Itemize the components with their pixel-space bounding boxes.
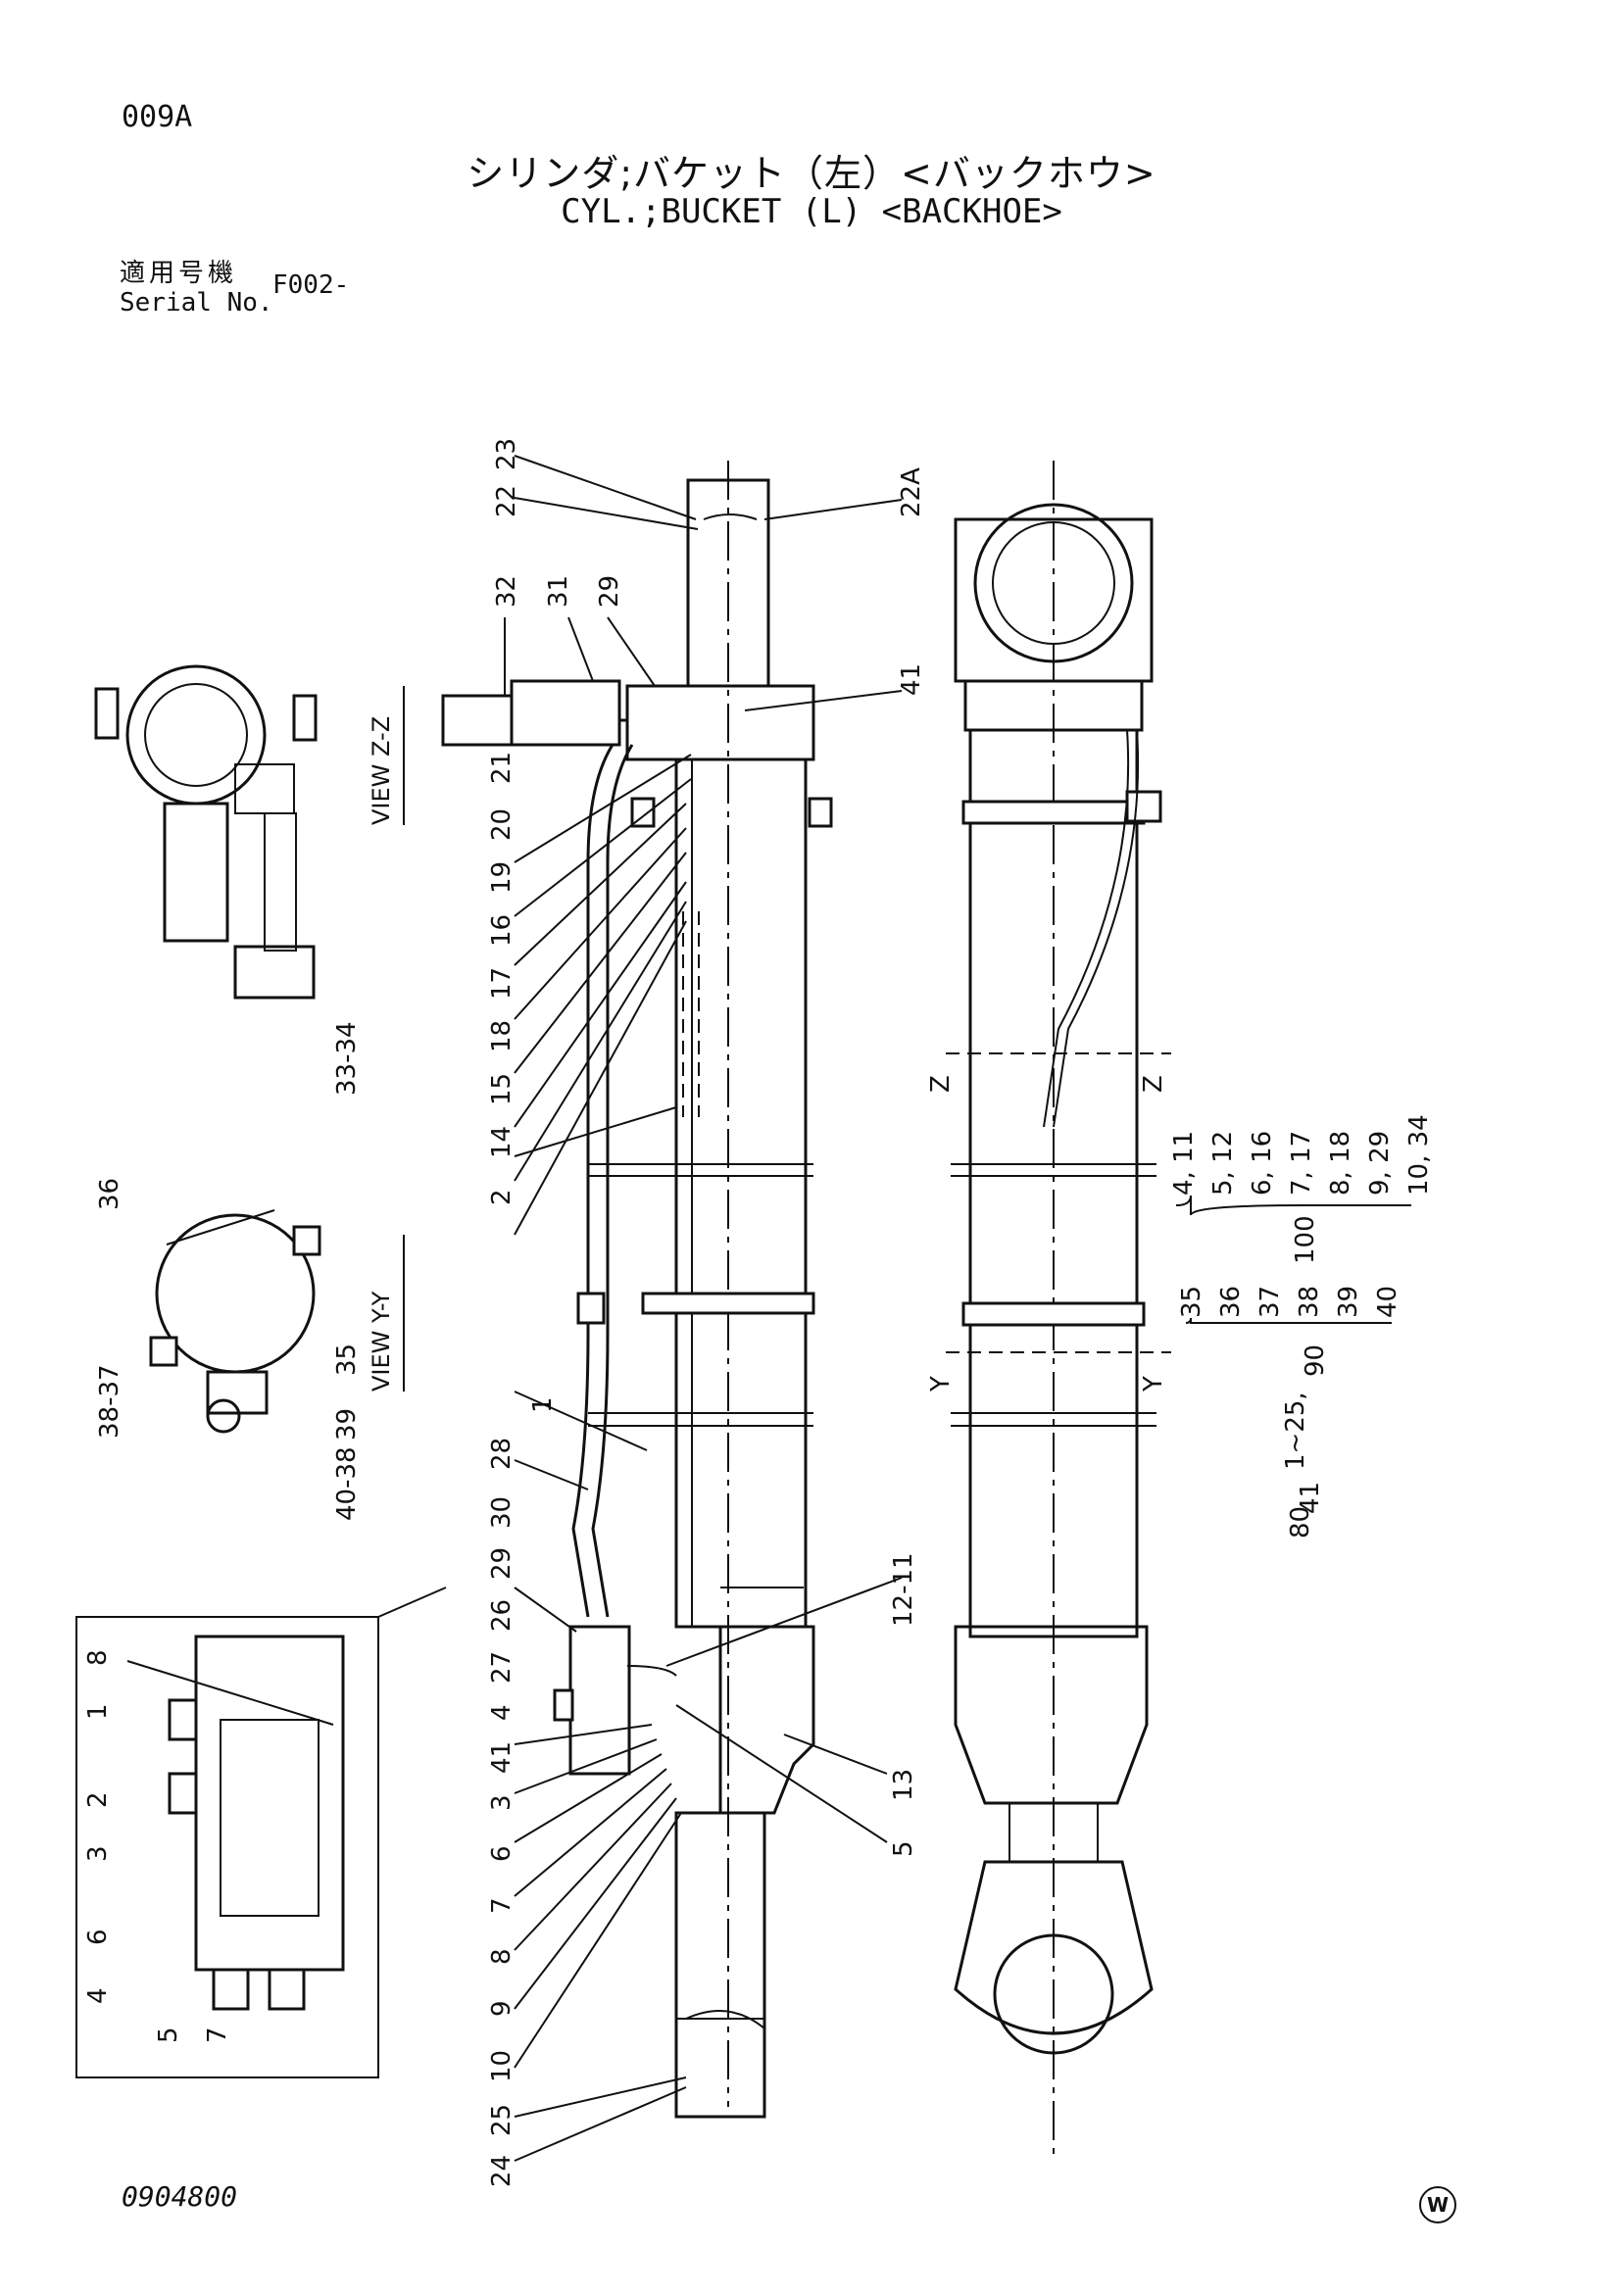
kit-100-item: 6, 16 bbox=[1248, 1131, 1277, 1196]
callout-36: 36 bbox=[95, 1178, 124, 1210]
kit-90-item: 39 bbox=[1334, 1286, 1363, 1318]
kit-100-item: 8, 18 bbox=[1326, 1131, 1355, 1196]
maker-mark: W bbox=[1419, 2186, 1456, 2223]
callout-23: 23 bbox=[492, 438, 521, 470]
callout-29-top: 29 bbox=[595, 575, 624, 608]
view-zz-drawing bbox=[94, 664, 318, 1000]
callout-22: 22 bbox=[492, 485, 521, 517]
callout-10: 10 bbox=[487, 2050, 516, 2082]
callout-1: 1 bbox=[528, 1396, 558, 1413]
title-japanese: シリンダ;バケット（左）<バックホウ> bbox=[467, 152, 1156, 195]
kit-100-item: 7, 17 bbox=[1287, 1131, 1316, 1196]
callout-17: 17 bbox=[487, 967, 516, 1000]
callout-31: 31 bbox=[544, 575, 573, 608]
cylinder-side-view bbox=[441, 461, 833, 2119]
detail-callout-2: 2 bbox=[83, 1791, 113, 1808]
kit-90-item: 35 bbox=[1177, 1286, 1206, 1318]
kit-90-item: 37 bbox=[1255, 1286, 1285, 1318]
view-yy-label: VIEW Y-Y bbox=[368, 1291, 395, 1392]
kit-100-item: 5, 12 bbox=[1208, 1131, 1238, 1196]
callout-33-34: 33-34 bbox=[332, 1021, 362, 1096]
detail-callout-3: 3 bbox=[83, 1845, 113, 1862]
callout-41-top: 41 bbox=[897, 663, 926, 696]
section-z-right: Z bbox=[1139, 1075, 1168, 1093]
kit-80-item: 41 bbox=[1296, 1482, 1325, 1514]
callout-24: 24 bbox=[487, 2155, 516, 2187]
detail-box bbox=[75, 1587, 447, 2078]
title-english: CYL.;BUCKET (L) <BACKHOE> bbox=[561, 192, 1062, 231]
section-y-right: Y bbox=[1139, 1376, 1168, 1392]
kit-90-item: 36 bbox=[1216, 1286, 1246, 1318]
callout-8: 8 bbox=[487, 1948, 516, 1965]
callout-27: 27 bbox=[487, 1651, 516, 1684]
serial-label-japanese: 適用号機 bbox=[120, 259, 238, 288]
callout-9: 9 bbox=[487, 2000, 516, 2017]
detail-callout-1: 1 bbox=[83, 1703, 113, 1720]
callout-32: 32 bbox=[492, 575, 521, 608]
callout-6: 6 bbox=[487, 1845, 516, 1862]
callout-13: 13 bbox=[889, 1769, 918, 1801]
callout-25: 25 bbox=[487, 2104, 516, 2136]
callout-7: 7 bbox=[487, 1897, 516, 1914]
kit-80-label: 80 bbox=[1286, 1506, 1315, 1539]
leader-lines bbox=[126, 455, 903, 2162]
callout-21: 21 bbox=[487, 752, 516, 784]
callout-2: 2 bbox=[487, 1189, 516, 1205]
section-markers: Z Z Y Y bbox=[926, 1052, 1171, 1392]
callout-12-11: 12-11 bbox=[889, 1552, 918, 1627]
serial-label-english: Serial No. bbox=[120, 288, 273, 318]
callout-20: 20 bbox=[487, 808, 516, 841]
detail-callout-8: 8 bbox=[83, 1649, 113, 1666]
view-zz-label: VIEW Z-Z bbox=[368, 716, 395, 825]
callout-26: 26 bbox=[487, 1599, 516, 1632]
callout-22A: 22A bbox=[897, 467, 926, 517]
callout-19: 19 bbox=[487, 861, 516, 894]
callout-38-37: 38-37 bbox=[95, 1364, 124, 1439]
kit-100-item: 4, 11 bbox=[1169, 1131, 1199, 1196]
view-yy-drawing bbox=[149, 1213, 321, 1434]
detail-callout-7: 7 bbox=[203, 2027, 232, 2043]
kit-90-label: 90 bbox=[1301, 1344, 1330, 1377]
document-number: 0904800 bbox=[122, 2180, 238, 2213]
cylinder-front-view bbox=[951, 461, 1162, 2156]
callout-labels: 23 22 22A 32 31 29 41 21 20 19 16 17 18 … bbox=[83, 438, 926, 2187]
kit-80-item: 1~25, bbox=[1281, 1392, 1310, 1470]
kit-90-item: 38 bbox=[1295, 1286, 1324, 1318]
kit-90-item: 40 bbox=[1373, 1286, 1402, 1318]
callout-18: 18 bbox=[487, 1020, 516, 1052]
callout-15: 15 bbox=[487, 1073, 516, 1105]
kit-100-item: 10, 34 bbox=[1404, 1114, 1434, 1196]
kit-brackets bbox=[1175, 1195, 1411, 1324]
callout-3: 3 bbox=[487, 1794, 516, 1811]
page-code: 009A bbox=[122, 100, 193, 134]
detail-callout-5: 5 bbox=[154, 2027, 183, 2043]
section-z-left: Z bbox=[926, 1075, 956, 1093]
callout-28: 28 bbox=[487, 1438, 516, 1470]
kit-100-item: 9, 29 bbox=[1365, 1131, 1395, 1196]
kit-100-label: 100 bbox=[1291, 1215, 1320, 1264]
callout-14: 14 bbox=[487, 1126, 516, 1158]
detail-callout-6: 6 bbox=[83, 1929, 113, 1945]
callout-35: 35 bbox=[332, 1343, 362, 1376]
callout-39: 39 bbox=[332, 1408, 362, 1441]
callout-40-38: 40-38 bbox=[332, 1446, 362, 1521]
callout-5: 5 bbox=[889, 1840, 918, 1857]
callout-29: 29 bbox=[487, 1547, 516, 1580]
callout-4: 4 bbox=[487, 1704, 516, 1721]
serial-value: F002- bbox=[272, 270, 350, 300]
callout-41: 41 bbox=[487, 1741, 516, 1774]
callout-16: 16 bbox=[487, 914, 516, 947]
detail-callout-4: 4 bbox=[83, 1987, 113, 2004]
callout-30: 30 bbox=[487, 1496, 516, 1529]
section-y-left: Y bbox=[926, 1376, 956, 1392]
